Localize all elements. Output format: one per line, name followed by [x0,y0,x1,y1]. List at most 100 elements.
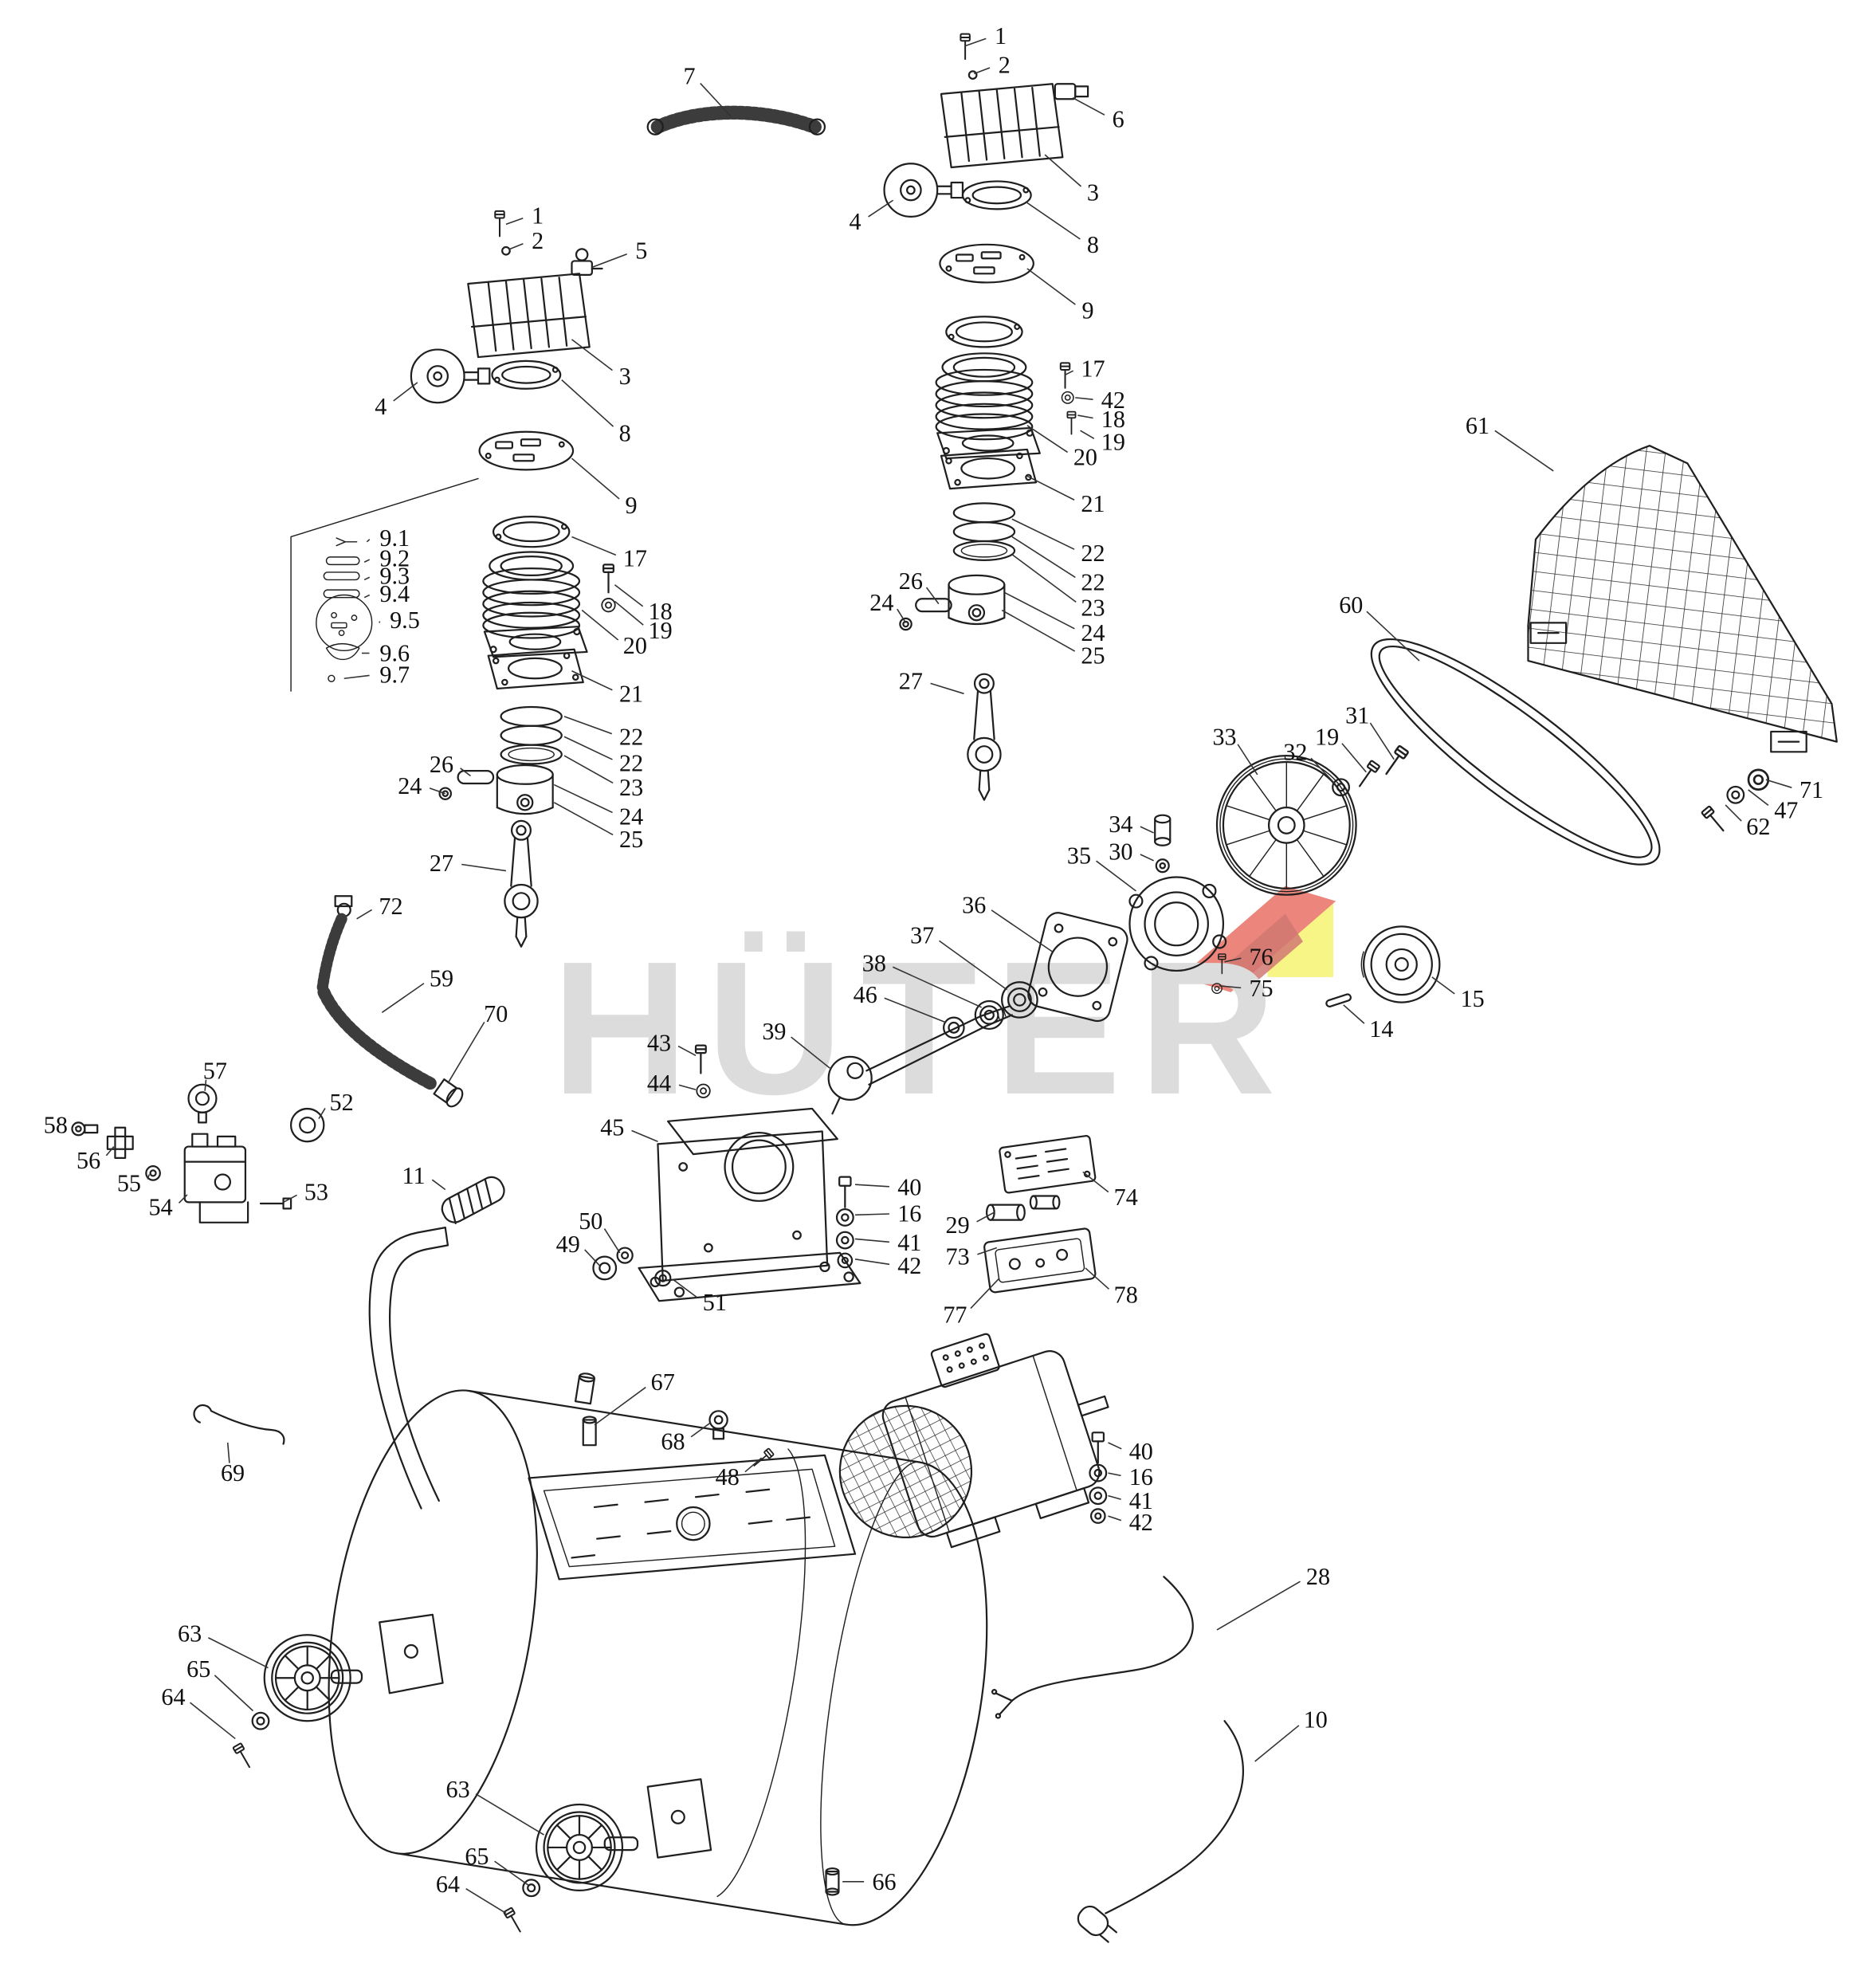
part-number-label: 56 [77,1147,100,1174]
platform [528,1454,857,1581]
part-number-label: 33 [1212,723,1236,750]
fitting [1054,83,1089,100]
part-number-label: 36 [962,891,986,918]
part-number-label: 8 [619,419,631,446]
plug [654,1270,672,1287]
leader-line [925,587,940,605]
part-number-label: 59 [430,964,453,992]
leader-line [868,199,894,218]
shaft-key [1325,993,1352,1007]
part-number-label: 4 [375,393,387,420]
part-number-label: 31 [1345,701,1369,728]
part-number-label: 76 [1249,943,1273,970]
part-number-label: 19 [1101,428,1125,455]
leader-line [571,457,620,500]
leader-line [631,1129,658,1142]
part-number-label: 41 [1129,1487,1153,1514]
part-number-label: 14 [1369,1015,1393,1043]
wire-hook [193,1404,285,1445]
leader-line [204,1079,207,1091]
part-number-label: 5 [635,238,647,265]
part-number-label: 68 [661,1427,685,1455]
leader-line [1310,757,1336,786]
part-number-label: 61 [1466,412,1489,439]
power-plug [1077,1905,1117,1943]
leader-line [1077,414,1093,419]
leader-line [976,1211,995,1223]
leader-line [553,802,614,836]
part-number-label: 24 [398,772,422,799]
housing-gasket [1027,912,1128,1023]
part-number-label: 55 [117,1170,141,1197]
leader-line [363,594,371,599]
leader-line [363,576,371,581]
part-number-label: 71 [1799,776,1823,803]
part-number-label: 16 [897,1200,921,1227]
part-number-label: 66 [872,1868,896,1895]
crankcase [638,1107,861,1302]
part-number-label: 42 [1129,1509,1153,1536]
leader-line [1044,154,1082,187]
part-number-label: 40 [897,1173,921,1200]
cylinder-roll [986,1204,1026,1221]
leader-line [147,1174,151,1180]
part-number-label: 64 [436,1871,460,1898]
part-number-label: 50 [579,1208,602,1235]
muffler [289,1107,325,1143]
part-number-label: 25 [619,826,643,853]
part-number-label: 10 [1304,1706,1328,1734]
part-number-label: 72 [379,893,402,920]
leader-line [939,940,1007,991]
pulley [1360,925,1441,1003]
handle-tube [368,1227,449,1510]
leader-line [563,736,613,760]
part-number-label: 22 [619,723,643,750]
leader-line [366,539,371,543]
part-number-label: 35 [1067,842,1091,869]
leader-line [1108,1515,1122,1522]
part-number-label: 17 [623,544,647,571]
wheel-assembly-lower [503,1778,712,1935]
leader-line [1140,826,1154,834]
motor [838,1333,1109,1549]
leader-line [930,682,964,695]
leader-line [1431,976,1455,995]
part-number-label: 52 [330,1089,354,1116]
leader-line [581,609,619,641]
corrugated-hose [646,105,826,135]
part-number-label: 74 [1114,1184,1138,1211]
part-number-label: 30 [1109,838,1132,866]
leader-line [1369,722,1395,760]
leader-line [1108,1494,1121,1500]
leader-line [429,787,445,795]
part-number-label: 22 [1081,540,1105,567]
leader-line [1366,611,1420,662]
part-number-label: 27 [430,850,453,877]
part-number-label: 41 [897,1229,921,1256]
crankshaft [827,1005,1013,1115]
leader-line [1085,1267,1110,1290]
leader-line [1011,554,1077,603]
part-number-label: 67 [651,1369,675,1396]
part-number-label: 9 [1082,296,1094,324]
leader-line [208,1637,269,1669]
cross-fitting [106,1126,134,1159]
leader-line [1108,1442,1122,1450]
leader-line [1003,591,1075,630]
leader-line [1065,370,1074,376]
leader-line [791,1036,830,1069]
part-number-label: 43 [647,1029,671,1056]
part-number-label: 4 [849,208,861,235]
leader-line [1725,804,1742,822]
part-number-label: 34 [1109,811,1132,838]
leader-line [1072,96,1105,116]
leader-line [363,559,371,563]
part-number-label: 3 [619,363,631,390]
wrist-pin [899,598,952,631]
handle-grip [441,1176,505,1225]
part-number-label: 27 [899,667,923,694]
part-number-label: 22 [619,750,643,777]
leader-line [744,1457,763,1473]
